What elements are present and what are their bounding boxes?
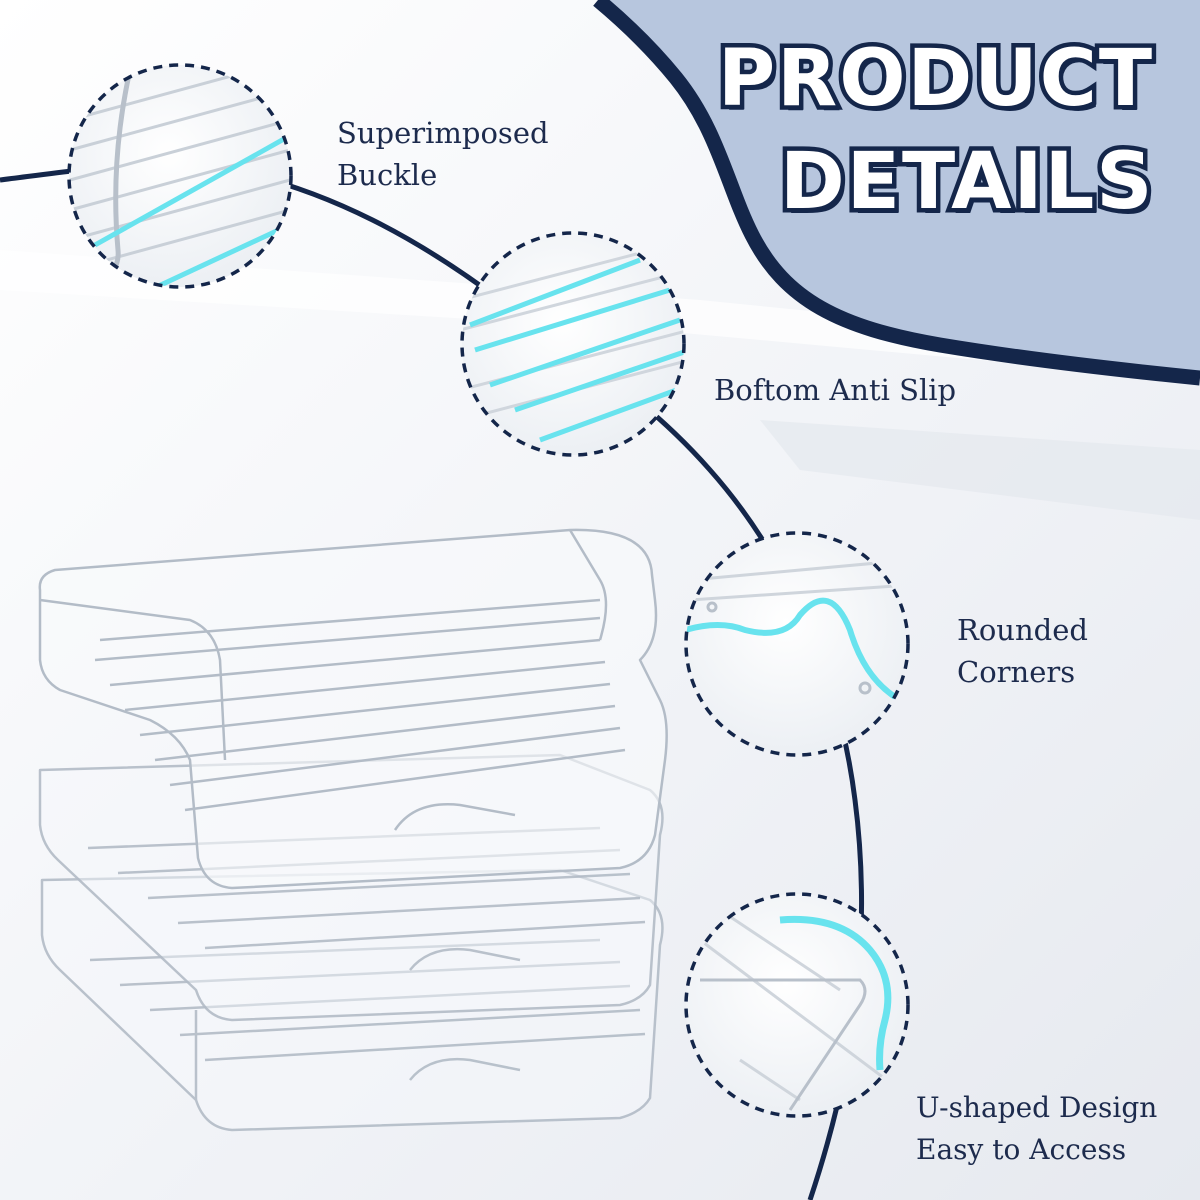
title-line-1: PRODUCT [713,34,1156,124]
u-shaped-detail-image [684,892,910,1118]
feature-label-anti-slip: Boftom Anti Slip [714,369,956,411]
anti-slip-detail-image [460,231,686,457]
feature-label-line: Buckle [337,158,438,192]
feature-label-buckle: Superimposed Buckle [337,112,549,196]
buckle-detail-image [67,63,293,289]
header-panel [598,0,1200,378]
feature-label-line: Easy to Access [916,1133,1127,1166]
feature-label-line: Boftom Anti Slip [714,373,957,407]
header-wave-border [593,0,1200,386]
feature-label-u-shaped: U-shaped Design Easy to Access [916,1087,1157,1171]
feature-label-line: Superimposed [337,116,549,150]
feature-label-line: Rounded [957,613,1088,647]
feature-label-line: Corners [957,655,1076,689]
rounded-corner-detail-image [684,531,910,757]
tray-stack-image [38,528,668,1132]
feature-label-rounded-corners: Rounded Corners [957,609,1088,693]
feature-label-line: U-shaped Design [916,1091,1158,1124]
title-line-2: DETAILS [775,137,1156,227]
